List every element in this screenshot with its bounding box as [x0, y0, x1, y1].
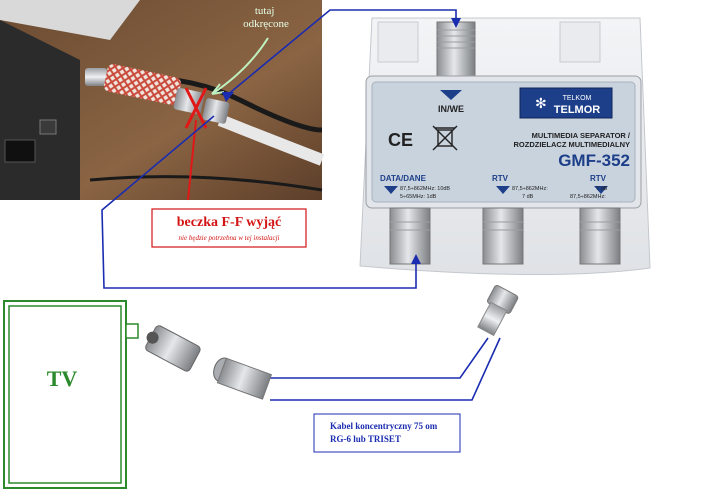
out-data-label: DATA/DANE [380, 174, 427, 183]
cable-note-box [313, 413, 461, 453]
brand-name: TELMOR [554, 104, 600, 116]
cable-note-line2: RG-6 lub TRISET [330, 434, 401, 444]
f-connector [202, 98, 230, 124]
iec-plug [145, 325, 201, 372]
barrel-note: beczka F-F wyjąć nie będzie potrzebna w … [151, 208, 307, 248]
tv-frame-outer [3, 300, 127, 489]
photo-annotation: tutaj odkręcone [243, 5, 289, 30]
weee-bin-icon [432, 125, 458, 151]
f-connector-device [477, 285, 519, 337]
input-label: IN/WE [438, 104, 464, 114]
tv-label: TV [47, 366, 78, 391]
arrowhead-input [451, 18, 461, 28]
photo: tutaj odkręcone [0, 0, 325, 201]
out-data-port [389, 207, 431, 265]
out-rtv2-arrow-icon [594, 186, 608, 194]
tv-antenna-socket [125, 323, 139, 339]
router-top [0, 0, 140, 40]
router-port [4, 139, 36, 163]
green-arrow [211, 37, 269, 95]
f-connector-tv [213, 357, 273, 400]
input-port [436, 21, 476, 79]
braided-cable [103, 64, 181, 105]
housing-slot-right [559, 21, 601, 63]
wire-cable-lower [270, 337, 501, 401]
barrel-note-subtitle: nie będzie potrzebna w tej instalacji [179, 234, 280, 242]
red-pointer [187, 119, 197, 201]
spec-data-2: 5÷65MHz: 1dB [400, 194, 437, 200]
spec-data-1: 87,5÷862MHz: 10dB [400, 186, 450, 192]
out-data-arrow-icon [384, 186, 398, 194]
router-led [39, 119, 57, 135]
snowflake-icon: ✻ [535, 95, 547, 111]
cable-note: Kabel koncentryczny 75 om RG-6 lub TRISE… [313, 413, 461, 453]
cable-note-line1: Kabel koncentryczny 75 om [330, 421, 438, 431]
arrowhead-data-out [411, 254, 421, 264]
wire-from-data-out [101, 115, 417, 289]
spec-rtv1-1: 87,5÷862MHz: [512, 186, 548, 192]
spec-rtv2-2: 87,5÷862MHz: [570, 194, 606, 200]
black-cable-2 [89, 175, 323, 192]
barrel-note-box [151, 208, 307, 248]
wire-cable-upper [270, 337, 489, 379]
brand-top: TELKOM [563, 95, 592, 102]
spec-rtv1-2: 7 dB [522, 194, 534, 200]
input-arrow-icon [440, 90, 462, 100]
device-housing: IN/WE ✻ TELKOM TELMOR CE MULTIMEDIA SEPA… [359, 17, 651, 276]
barrel-note-title: beczka F-F wyjąć [177, 215, 281, 230]
out-rtv1-port [482, 207, 524, 265]
out-rtv1-arrow-icon [496, 186, 510, 194]
white-cable [217, 114, 325, 166]
tv: TV [3, 300, 139, 489]
spec-rtv2-1: 7 dB [596, 186, 608, 192]
blue-wiring [101, 9, 501, 401]
brand-logo [519, 87, 613, 119]
out-rtv1-label: RTV [492, 174, 509, 183]
housing-slot-left [377, 21, 419, 63]
out-rtv2-port [579, 207, 621, 265]
output-thread-lines [390, 221, 620, 231]
device-line1: MULTIMEDIA SEPARATOR / [532, 131, 631, 140]
device-model: GMF-352 [558, 151, 630, 170]
green-arrow-head [211, 83, 225, 95]
red-x-mark [184, 87, 208, 129]
device-line2: ROZDZIELACZ MULTIMEDIALNY [513, 140, 630, 149]
blue-arrowheads [222, 18, 461, 264]
ce-mark-icon: CE [388, 130, 413, 150]
cable-end [85, 68, 107, 86]
out-rtv2-label: RTV [590, 174, 607, 183]
input-port-thread [437, 29, 475, 49]
arrowhead-photo [222, 92, 234, 102]
wire-to-input [225, 9, 457, 97]
tv-frame-inner [8, 305, 122, 484]
